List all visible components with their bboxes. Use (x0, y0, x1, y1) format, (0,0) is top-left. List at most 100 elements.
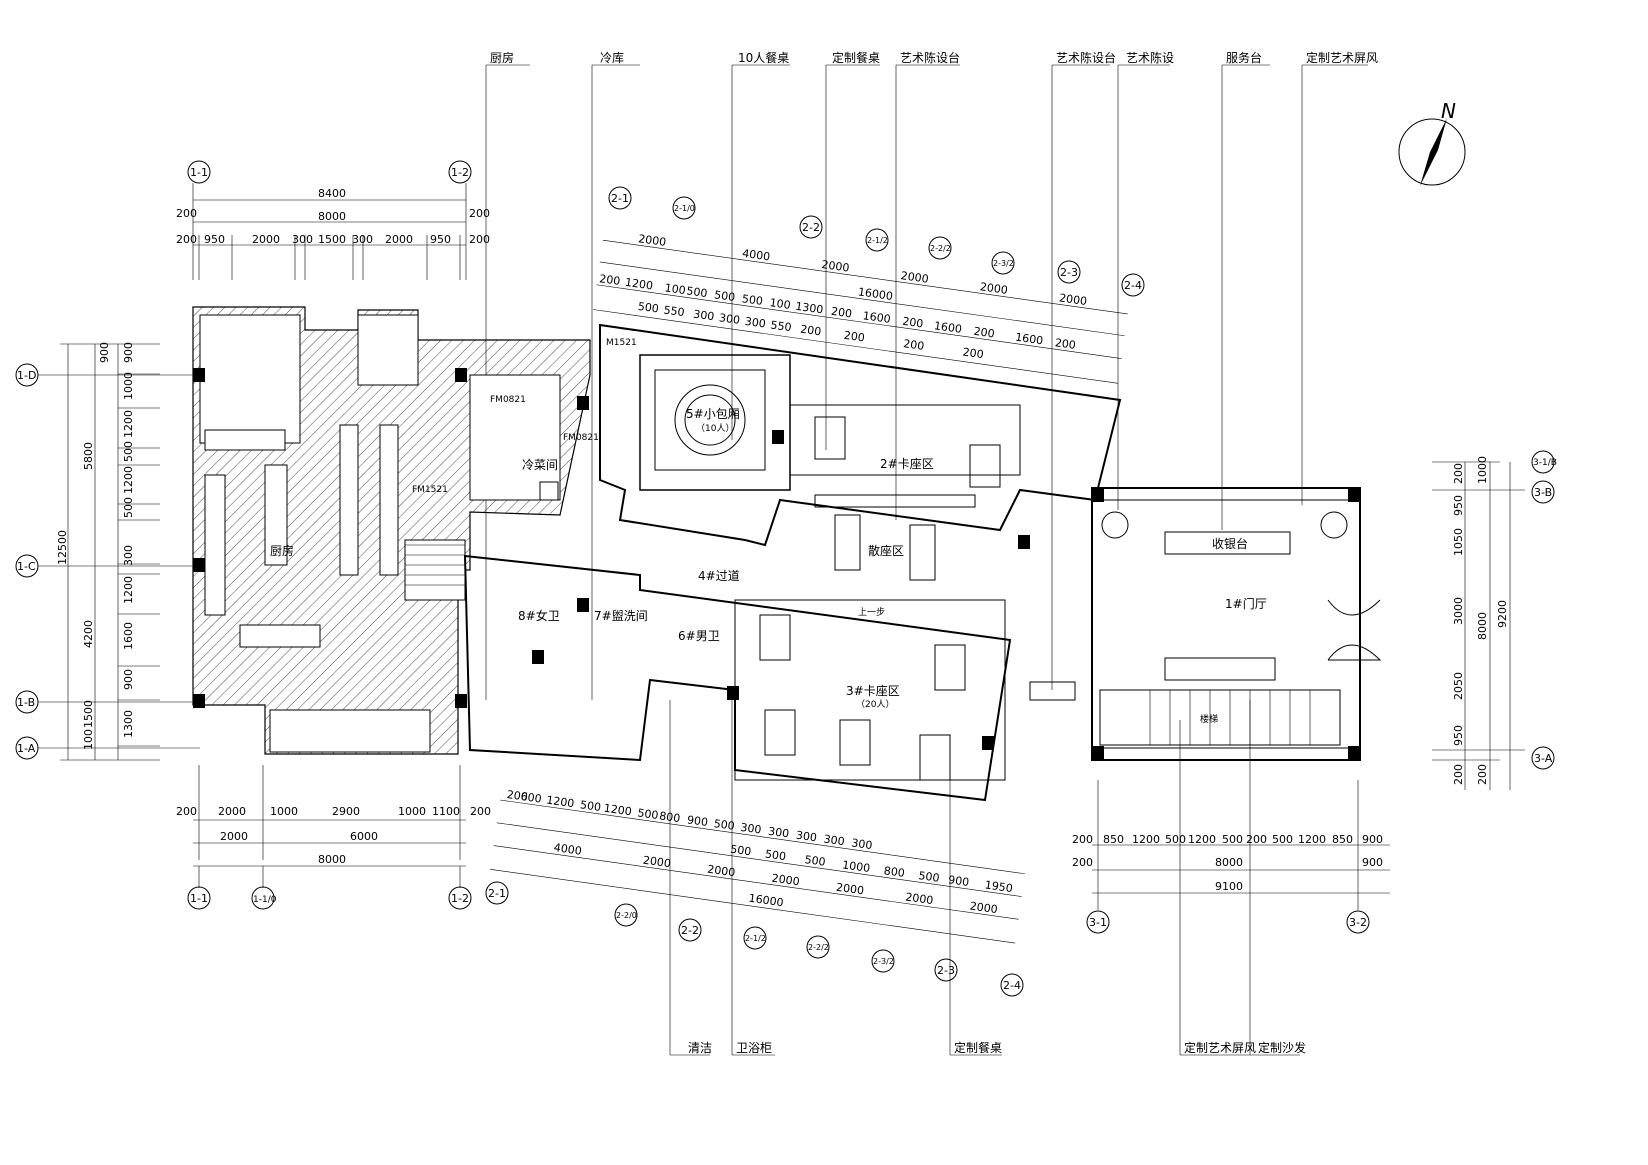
svg-text:2-2: 2-2 (802, 221, 820, 234)
svg-text:FM1521: FM1521 (412, 485, 448, 495)
svg-text:300: 300 (795, 829, 818, 845)
svg-text:500: 500 (122, 497, 135, 518)
svg-text:500: 500 (579, 798, 602, 814)
svg-text:200: 200 (902, 315, 925, 331)
svg-text:定制艺术屏风: 定制艺术屏风 (1306, 50, 1378, 65)
svg-text:4000: 4000 (741, 247, 771, 264)
svg-text:2000: 2000 (900, 269, 930, 286)
svg-text:600: 600 (520, 790, 543, 806)
svg-text:1200: 1200 (1188, 833, 1216, 846)
svg-text:200: 200 (1452, 463, 1465, 484)
callout-table-b: 定制餐桌 (949, 740, 1002, 1056)
svg-text:1-A: 1-A (17, 742, 36, 755)
svg-text:8000: 8000 (318, 210, 346, 223)
plan1-left-dims: 12500 5800 4200 100 1500 900 900 1000 12… (15, 342, 200, 761)
callout-vanity: 卫浴柜 (731, 690, 775, 1056)
svg-text:1100: 1100 (432, 805, 460, 818)
top-callouts: 厨房 冷库 10人餐桌 定制餐桌 艺术陈设台 艺术陈设台 艺术陈设 服务台 定制… (485, 50, 1378, 700)
svg-text:300: 300 (767, 825, 790, 841)
svg-text:1300: 1300 (122, 710, 135, 738)
svg-text:1000: 1000 (270, 805, 298, 818)
svg-text:1-1: 1-1 (190, 892, 208, 905)
svg-text:500: 500 (764, 847, 787, 863)
svg-text:2000: 2000 (969, 899, 999, 916)
svg-text:300: 300 (292, 233, 313, 246)
plan2-bottom-dims: 200 600 1200 500 1200 500 800 900 500 30… (490, 788, 1025, 944)
svg-text:3000: 3000 (1452, 597, 1465, 625)
svg-text:服务台: 服务台 (1226, 50, 1262, 65)
svg-text:200: 200 (599, 272, 622, 288)
svg-text:300: 300 (718, 311, 741, 327)
svg-text:2-2/2: 2-2/2 (930, 244, 951, 253)
svg-text:850: 850 (1103, 833, 1124, 846)
svg-text:1050: 1050 (1452, 528, 1465, 556)
svg-text:2050: 2050 (1452, 672, 1465, 700)
lobby-block: 收银台 1#门厅 楼梯 (1091, 487, 1382, 761)
svg-text:2#卡座区: 2#卡座区 (880, 456, 934, 471)
bottom-callouts: 清洁 卫浴柜 定制餐桌 定制艺术屏风 定制沙发 (669, 690, 1306, 1056)
svg-text:3-1/B: 3-1/B (1533, 458, 1557, 468)
svg-text:定制餐桌: 定制餐桌 (832, 50, 880, 65)
svg-text:2000: 2000 (218, 805, 246, 818)
svg-text:500: 500 (804, 853, 827, 869)
svg-text:2000: 2000 (821, 258, 851, 275)
plan3-right-dims: 200 1000 950 1050 3000 2050 950 200 8000… (1432, 450, 1557, 790)
svg-text:1-2: 1-2 (451, 892, 469, 905)
svg-text:6000: 6000 (350, 830, 378, 843)
svg-text:200: 200 (1476, 764, 1489, 785)
svg-text:200: 200 (830, 305, 853, 321)
svg-text:500: 500 (1222, 833, 1243, 846)
svg-text:冷菜间: 冷菜间 (522, 458, 558, 472)
svg-text:1000: 1000 (122, 372, 135, 400)
svg-text:3-A: 3-A (1534, 752, 1553, 765)
svg-text:200: 200 (1452, 764, 1465, 785)
svg-text:2900: 2900 (332, 805, 360, 818)
svg-text:3-2: 3-2 (1349, 916, 1367, 929)
svg-text:2-1/2: 2-1/2 (867, 236, 888, 245)
svg-text:艺术陈设台: 艺术陈设台 (1056, 50, 1116, 65)
svg-text:4200: 4200 (82, 620, 95, 648)
svg-text:3-1: 3-1 (1089, 916, 1107, 929)
svg-text:艺术陈设台: 艺术陈设台 (900, 50, 960, 65)
svg-text:1600: 1600 (1014, 331, 1044, 348)
svg-text:FM0821: FM0821 (563, 433, 599, 443)
svg-text:2-2/0: 2-2/0 (616, 911, 637, 920)
svg-text:2000: 2000 (637, 232, 667, 249)
svg-text:2000: 2000 (707, 863, 737, 880)
callout-art-1: 艺术陈设台 (895, 50, 960, 520)
svg-text:（10人）: （10人） (696, 423, 734, 434)
svg-text:200: 200 (1072, 856, 1093, 869)
svg-text:1600: 1600 (933, 319, 963, 336)
svg-text:200: 200 (176, 207, 197, 220)
svg-text:2-1/0: 2-1/0 (674, 204, 695, 213)
callout-art-2: 艺术陈设台 (1051, 50, 1116, 690)
svg-text:1200: 1200 (1132, 833, 1160, 846)
svg-text:200: 200 (469, 233, 490, 246)
svg-text:1-C: 1-C (17, 560, 36, 573)
svg-text:300: 300 (744, 315, 767, 331)
svg-text:900: 900 (947, 873, 970, 889)
svg-text:100: 100 (664, 281, 687, 297)
svg-text:厨房: 厨房 (270, 543, 294, 558)
svg-text:500: 500 (713, 288, 736, 304)
svg-text:900: 900 (1362, 833, 1383, 846)
svg-text:楼梯: 楼梯 (1200, 713, 1218, 725)
svg-text:950: 950 (204, 233, 225, 246)
svg-text:16000: 16000 (748, 892, 784, 910)
plan1-bottom-dims: 200 2000 1000 2900 1000 1100 200 2000 60… (176, 765, 491, 910)
plan2-bottom-axes: 2-1 2-2/0 2-2 2-1/2 2-2/2 2-3/2 2-3 2-4 (485, 881, 1024, 997)
svg-text:8#女卫: 8#女卫 (518, 608, 560, 623)
svg-text:9100: 9100 (1215, 880, 1243, 893)
svg-text:1-D: 1-D (17, 369, 36, 382)
svg-text:900: 900 (686, 813, 709, 829)
callout-sofa: 定制沙发 (1249, 700, 1306, 1056)
svg-text:定制艺术屏风: 定制艺术屏风 (1184, 1040, 1256, 1055)
svg-text:1-B: 1-B (17, 696, 35, 709)
svg-text:（20人）: （20人） (856, 699, 894, 710)
svg-text:100: 100 (769, 296, 792, 312)
svg-text:200: 200 (799, 323, 822, 339)
svg-text:FM0821: FM0821 (490, 395, 526, 405)
svg-text:1-2: 1-2 (451, 166, 469, 179)
svg-text:2000: 2000 (905, 890, 935, 907)
svg-text:2000: 2000 (771, 872, 801, 889)
